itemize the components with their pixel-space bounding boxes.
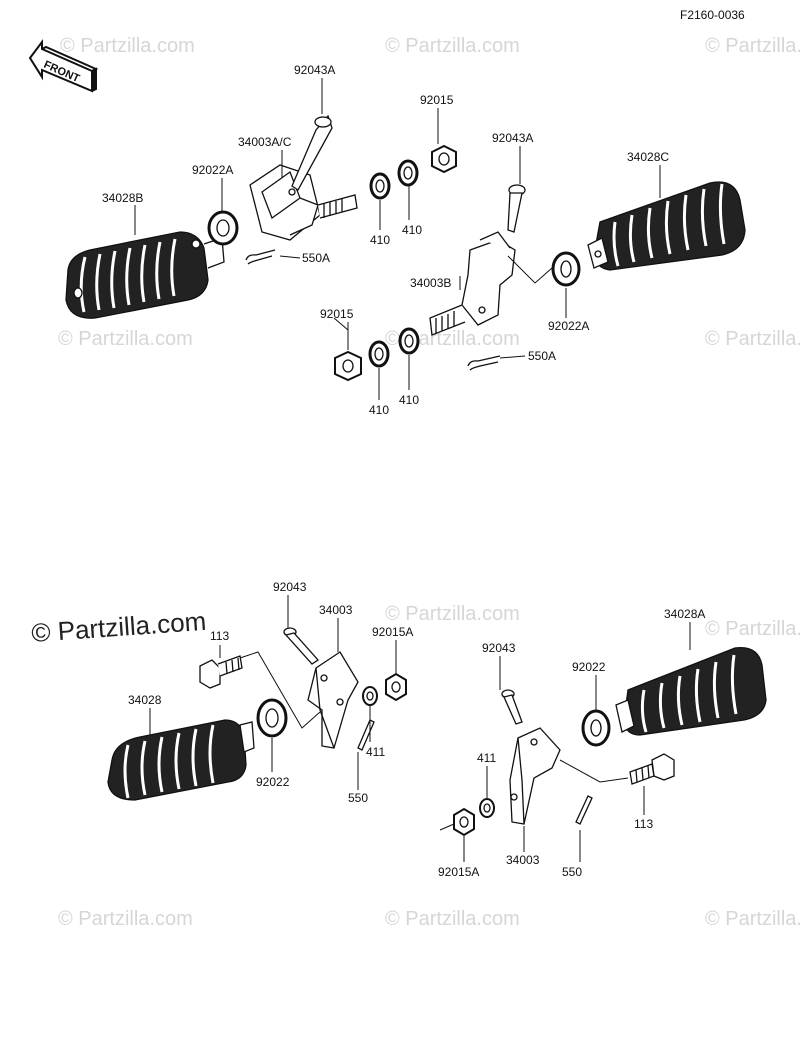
cotter-pin-550A-left	[245, 249, 276, 265]
callout-550-right: 550	[562, 865, 582, 879]
bracket-34003B	[429, 231, 516, 336]
washer-411-right	[479, 798, 495, 818]
callout-410-a: 410	[370, 233, 390, 247]
pin-92043-right	[501, 689, 523, 725]
callout-550-left: 550	[348, 791, 368, 805]
pin-92043-left	[283, 627, 319, 665]
nut-92015-mid	[334, 350, 362, 382]
watermark: © Partzilla.com	[58, 328, 193, 350]
callout-92015A-left: 92015A	[372, 625, 413, 639]
washer-92022A-right	[551, 251, 581, 287]
nut-92015-top	[431, 144, 457, 174]
callout-34003-right: 34003	[506, 853, 540, 867]
callout-92043-right: 92043	[482, 641, 516, 655]
callout-34028C: 34028C	[627, 150, 669, 164]
washer-92022-left	[256, 698, 288, 738]
cotter-pin-550A-right	[467, 355, 501, 371]
callout-410-d: 410	[399, 393, 419, 407]
washer-410-b	[397, 159, 419, 187]
callout-92015-mid: 92015	[320, 307, 354, 321]
footpeg-34028A	[615, 646, 767, 736]
bolt-113-left	[199, 655, 243, 689]
callout-92015A-right: 92015A	[438, 865, 479, 879]
figure-code: F2160-0036	[680, 8, 745, 22]
callout-410-c: 410	[369, 403, 389, 417]
watermark: © Partzilla.com	[58, 908, 193, 930]
callout-34028A: 34028A	[664, 607, 705, 621]
callout-411-right: 411	[477, 751, 496, 765]
washer-410-c	[368, 340, 390, 368]
callout-92022A-left: 92022A	[192, 163, 233, 177]
watermark: © Partzilla.com	[385, 908, 520, 930]
bracket-34003AC	[249, 164, 358, 241]
cotter-pin-550-right	[575, 795, 593, 825]
footpeg-34028C	[587, 181, 746, 271]
callout-92022-right: 92022	[572, 660, 606, 674]
callout-labels: 34028B 92022A 34003A/C 92043A 92015 410 …	[102, 63, 705, 879]
watermark: © Partzilla.com	[705, 328, 800, 350]
callout-34028B: 34028B	[102, 191, 143, 205]
watermark-large: © Partzilla.com	[30, 606, 207, 648]
pin-92043A-left	[291, 114, 333, 191]
callout-34028: 34028	[128, 693, 162, 707]
watermark: © Partzilla.com	[705, 618, 800, 640]
callout-34003AC: 34003A/C	[238, 135, 292, 149]
watermark: © Partzilla.com	[60, 35, 195, 57]
watermark-layer: © Partzilla.com © Partzilla.com © Partzi…	[30, 35, 800, 930]
callout-550A-left: 550A	[302, 251, 330, 265]
bracket-34003-right	[509, 727, 561, 825]
footpeg-34028	[107, 719, 255, 801]
watermark: © Partzilla.com	[385, 35, 520, 57]
callout-113-left: 113	[210, 629, 229, 643]
callout-92043A-right: 92043A	[492, 131, 533, 145]
leader-lines	[134, 78, 691, 862]
pin-92043A-right	[507, 184, 526, 233]
callout-411-left: 411	[366, 745, 385, 759]
nut-92015A-left	[385, 672, 407, 702]
washer-410-a	[369, 172, 391, 200]
washer-92022A-left	[207, 210, 239, 246]
washer-92022-right	[581, 709, 611, 747]
callout-92022-left: 92022	[256, 775, 290, 789]
callout-410-b: 410	[402, 223, 422, 237]
watermark: © Partzilla.com	[385, 603, 520, 625]
callout-92015-top: 92015	[420, 93, 454, 107]
callout-92043-left: 92043	[273, 580, 307, 594]
bolt-113-right	[629, 753, 675, 785]
callout-92043A-left: 92043A	[294, 63, 335, 77]
callout-34003B: 34003B	[410, 276, 451, 290]
watermark: © Partzilla.com	[705, 35, 800, 57]
bracket-34003-left	[307, 651, 359, 749]
washer-411-left	[362, 686, 378, 706]
watermark: © Partzilla.com	[705, 908, 800, 930]
footpeg-34028B	[65, 231, 225, 319]
callout-113-right: 113	[634, 817, 653, 831]
washer-410-d	[398, 327, 420, 355]
nut-92015A-right	[453, 807, 475, 837]
callout-34003-left: 34003	[319, 603, 353, 617]
callout-550A-right: 550A	[528, 349, 556, 363]
callout-92022A-right: 92022A	[548, 319, 589, 333]
